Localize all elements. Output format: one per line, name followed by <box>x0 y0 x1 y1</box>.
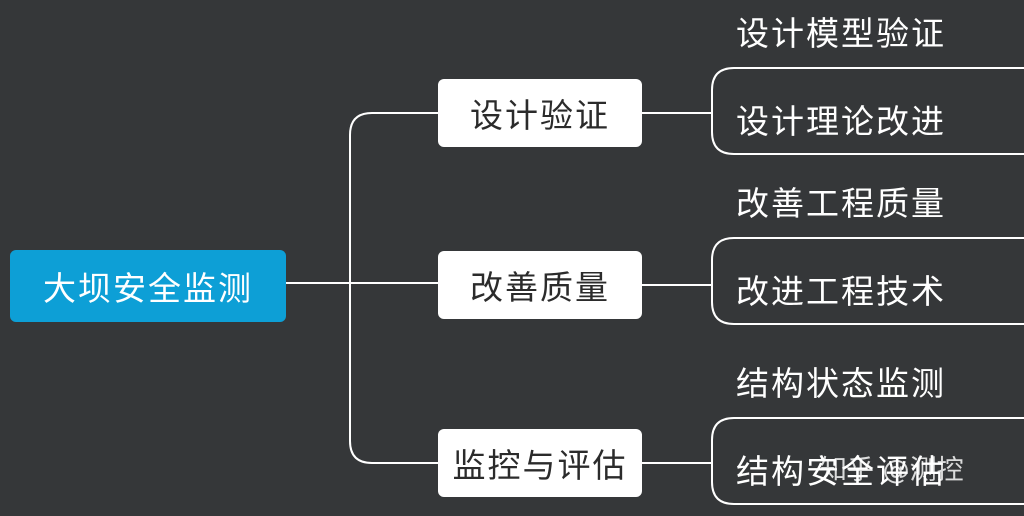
root-node[interactable]: 大坝安全监测 <box>10 250 286 322</box>
branch-node-label: 改善质量 <box>470 268 610 307</box>
leaf-node-design-theory-improvement[interactable]: 设计理论改进 <box>736 102 946 141</box>
leaf-node-improve-engineering-quality[interactable]: 改善工程质量 <box>736 184 946 223</box>
branch-node-monitoring-assessment[interactable]: 监控与评估 <box>438 429 642 497</box>
leaf-node-design-model-verification[interactable]: 设计模型验证 <box>736 14 946 53</box>
root-node-label: 大坝安全监测 <box>43 269 253 308</box>
leaf-node-structural-state-monitoring[interactable]: 结构状态监测 <box>736 364 946 403</box>
leaf-node-improve-engineering-technology[interactable]: 改进工程技术 <box>736 272 946 311</box>
branch-node-quality-improvement[interactable]: 改善质量 <box>438 251 642 319</box>
bracket-branch-2 <box>711 237 1024 325</box>
connector-trunk <box>349 112 438 464</box>
branch-node-design-verification[interactable]: 设计验证 <box>438 79 642 147</box>
watermark: 知乎 @测控 <box>820 451 964 491</box>
bracket-branch-3 <box>711 417 1024 505</box>
branch-node-label: 监控与评估 <box>452 446 628 485</box>
branch-node-label: 设计验证 <box>470 96 610 135</box>
bracket-branch-1 <box>711 67 1024 155</box>
watermark-text: 知乎 @测控 <box>820 455 964 486</box>
leaf-node-structural-safety-assessment[interactable]: 结构安全评估 <box>736 452 946 491</box>
